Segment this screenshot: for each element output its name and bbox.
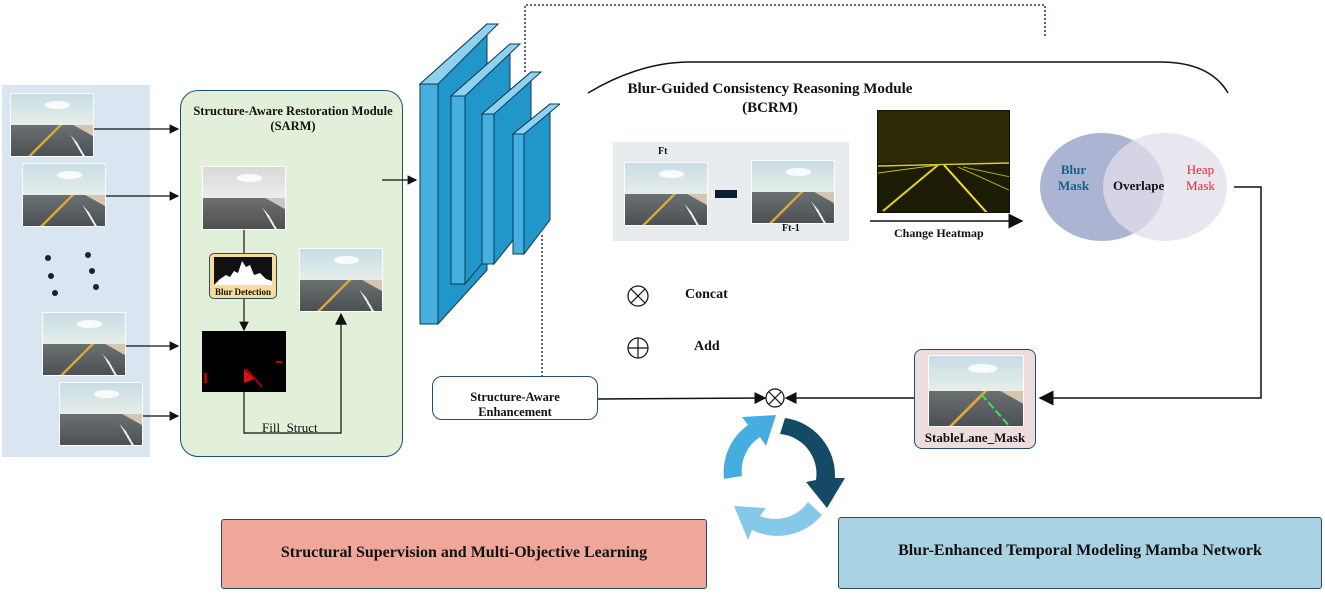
- ft-1-label: Ft-1: [782, 223, 800, 234]
- blur-mask-label: Blur Mask: [1058, 162, 1089, 194]
- ellipsis-dot: [93, 284, 99, 290]
- ellipsis-dot: [45, 255, 51, 261]
- bcrm-title-line2: (BCRM): [742, 100, 798, 116]
- overlap-label: Overlape: [1113, 178, 1165, 193]
- ellipsis-dot: [52, 290, 58, 296]
- conv-block-4: [511, 102, 560, 256]
- sarm-title: Structure-Aware Restoration Module (SARM…: [186, 104, 400, 134]
- input-frame-1: [10, 93, 94, 157]
- sarm-title-line2: (SARM): [270, 119, 316, 133]
- blur-detection-block: Blur Detection: [209, 253, 277, 299]
- blur-map-image: [202, 331, 286, 392]
- cycle-arrow-light: [723, 415, 776, 479]
- sarm-title-line1: Structure-Aware Restoration Module: [193, 104, 393, 118]
- concat-node-icon: [765, 388, 785, 408]
- heap-mask-line2: Mask: [1186, 178, 1215, 193]
- sae-label: Structure-Aware Enhancement: [470, 390, 560, 419]
- change-heatmap-label: Change Heatmap: [894, 226, 984, 240]
- bcrm-title-line1: Blur-Guided Consistency Reasoning Module: [627, 81, 913, 97]
- input-frame-3: [42, 312, 126, 376]
- encoder-feature-blocks: [418, 22, 560, 326]
- stablelane-frame: [928, 355, 1024, 427]
- heap-mask-label: Heap Mask: [1186, 162, 1215, 194]
- ellipsis-dot: [89, 268, 95, 274]
- cycle-arrow-dark: [780, 418, 845, 508]
- frame-ft-1: [751, 160, 835, 224]
- stablelane-mask-box: StableLane_Mask: [914, 349, 1036, 449]
- ft-label: Ft: [658, 146, 668, 157]
- ellipsis-dot: [85, 252, 91, 258]
- change-heatmap-image: [877, 110, 1010, 213]
- stablelane-label: StableLane_Mask: [924, 430, 1026, 445]
- restored-frame: [299, 248, 383, 312]
- temporal-mamba-box: Blur-Enhanced Temporal Modeling Mamba Ne…: [838, 517, 1322, 589]
- ellipsis-dot: [48, 273, 54, 279]
- cycle-arrows-icon: [723, 415, 845, 540]
- dotted-skip-top: [524, 4, 1046, 72]
- input-frame-4: [59, 382, 143, 446]
- structural-supervision-label: Structural Supervision and Multi-Objecti…: [280, 544, 648, 561]
- blur-detection-label: Blur Detection: [214, 287, 272, 297]
- cycle-arrow-pale: [734, 502, 822, 540]
- arrow-sae-to-concat: [597, 392, 767, 405]
- fill-struct-label: Fill_Struct: [262, 420, 318, 435]
- frame-ft: [624, 162, 708, 226]
- structural-supervision-box: Structural Supervision and Multi-Objecti…: [221, 519, 707, 589]
- legend-concat-icon: [627, 285, 649, 307]
- input-frame-2: [22, 163, 106, 227]
- grayscale-frame: [202, 166, 286, 230]
- legend-add-label: Add: [694, 339, 720, 354]
- structure-aware-enhancement-box: Structure-Aware Enhancement: [432, 376, 598, 420]
- blur-mask-line2: Mask: [1058, 178, 1090, 193]
- legend-concat-label: Concat: [685, 287, 728, 302]
- histogram-icon: [214, 257, 272, 285]
- minus-icon: [715, 190, 737, 198]
- temporal-mamba-label: Blur-Enhanced Temporal Modeling Mamba Ne…: [898, 542, 1262, 559]
- blur-mask-line1: Blur: [1060, 162, 1087, 177]
- heap-mask-line1: Heap: [1186, 162, 1215, 177]
- legend-add-icon: [627, 337, 649, 359]
